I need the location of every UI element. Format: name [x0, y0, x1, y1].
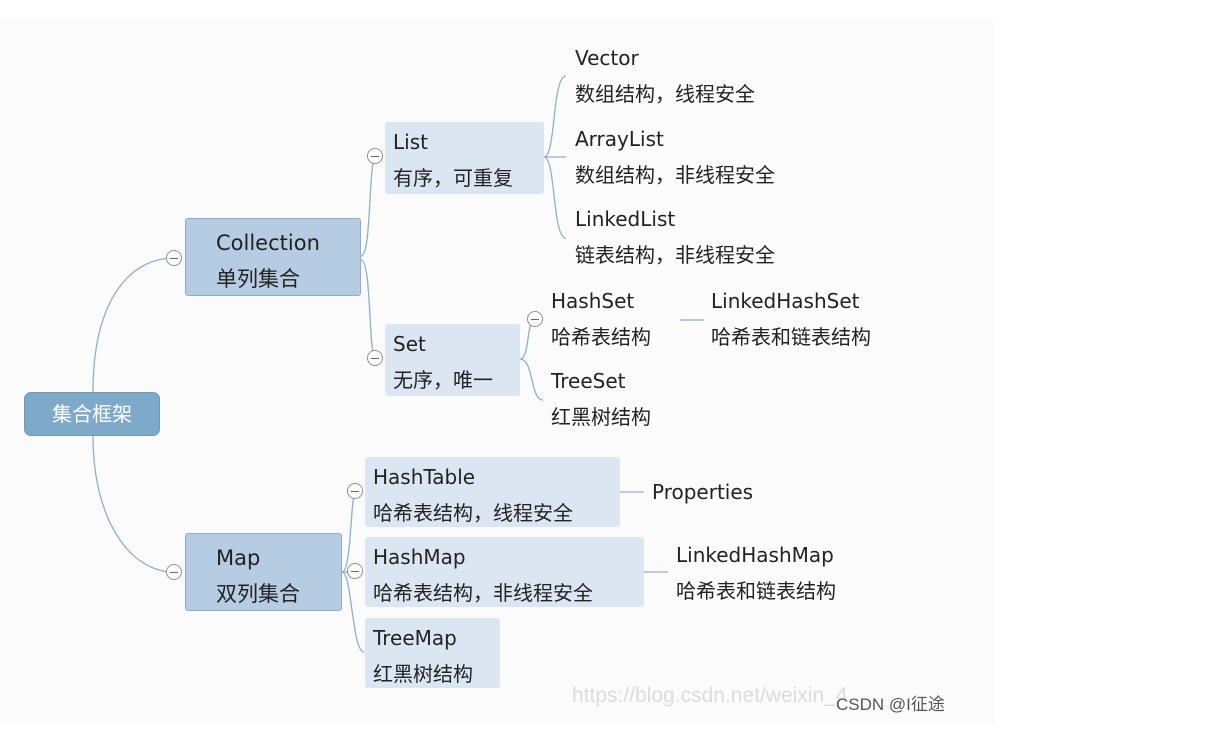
linkedhashmap-title: LinkedHashMap [676, 543, 834, 567]
treeset-title: TreeSet [551, 369, 626, 393]
collapse-hashmap-icon[interactable] [347, 563, 363, 579]
hashset-node[interactable]: HashSet 哈希表结构 [551, 283, 651, 355]
linkedhashmap-desc: 哈希表和链表结构 [676, 579, 836, 603]
treemap-title: TreeMap [373, 626, 457, 650]
connector-map-treemap [341, 571, 365, 653]
linkedhashset-title: LinkedHashSet [711, 289, 860, 313]
connector-list-linkedlist [543, 156, 567, 239]
map-node[interactable]: Map 双列集合 [185, 533, 342, 611]
list-title: List [393, 130, 428, 154]
collection-desc: 单列集合 [216, 267, 300, 291]
root-label: 集合框架 [52, 402, 132, 426]
collapse-map-icon[interactable] [166, 564, 182, 580]
vector-node[interactable]: Vector 数组结构，线程安全 [575, 40, 755, 112]
vector-desc: 数组结构，线程安全 [575, 82, 755, 106]
hashtable-node[interactable]: HashTable 哈希表结构，线程安全 [365, 457, 620, 527]
connector-list-vector [543, 75, 567, 158]
arraylist-node[interactable]: ArrayList 数组结构，非线程安全 [575, 121, 775, 193]
properties-node[interactable]: Properties [652, 474, 753, 510]
treemap-desc: 红黑树结构 [373, 662, 473, 686]
collapse-hashtable-icon[interactable] [347, 483, 363, 499]
vector-title: Vector [575, 46, 639, 70]
hashmap-title: HashMap [373, 545, 466, 569]
linkedlist-desc: 链表结构，非线程安全 [575, 243, 775, 267]
hashmap-desc: 哈希表结构，非线程安全 [373, 581, 593, 605]
list-node[interactable]: List 有序，可重复 [385, 122, 544, 194]
set-desc: 无序，唯一 [393, 368, 493, 392]
hashmap-node[interactable]: HashMap 哈希表结构，非线程安全 [365, 537, 644, 607]
connector-set-treeset [519, 358, 544, 401]
hashset-desc: 哈希表结构 [551, 325, 651, 349]
collapse-collection-icon[interactable] [166, 250, 182, 266]
properties-title: Properties [652, 480, 754, 504]
connector-map-hashtable [341, 491, 357, 573]
hashtable-title: HashTable [373, 465, 476, 489]
watermark-brand: CSDN @I征途 [836, 695, 945, 714]
watermark-url: https://blog.csdn.net/weixin_4 [572, 684, 848, 707]
connector-collection-set [360, 259, 377, 360]
treeset-desc: 红黑树结构 [551, 405, 651, 429]
collapse-list-icon[interactable] [367, 148, 383, 164]
set-node[interactable]: Set 无序，唯一 [385, 324, 520, 396]
linkedhashset-node[interactable]: LinkedHashSet 哈希表和链表结构 [711, 283, 871, 355]
linkedlist-title: LinkedList [575, 207, 676, 231]
set-title: Set [393, 332, 426, 356]
collapse-set-icon[interactable] [367, 350, 383, 366]
linkedlist-node[interactable]: LinkedList 链表结构，非线程安全 [575, 201, 775, 273]
arraylist-title: ArrayList [575, 127, 664, 151]
collapse-hashset-icon[interactable] [527, 311, 543, 327]
connector-collection-list [360, 156, 377, 257]
list-desc: 有序，可重复 [393, 166, 513, 190]
root-node[interactable]: 集合框架 [24, 392, 160, 436]
treeset-node[interactable]: TreeSet 红黑树结构 [551, 363, 651, 435]
linkedhashset-desc: 哈希表和链表结构 [711, 325, 871, 349]
collection-title: Collection [216, 231, 320, 255]
linkedhashmap-node[interactable]: LinkedHashMap 哈希表和链表结构 [676, 537, 836, 609]
collection-node[interactable]: Collection 单列集合 [185, 218, 361, 296]
map-title: Map [216, 546, 261, 570]
connector-root-collection [92, 257, 175, 393]
map-desc: 双列集合 [216, 582, 300, 606]
hashset-title: HashSet [551, 289, 635, 313]
hashtable-desc: 哈希表结构，线程安全 [373, 501, 573, 525]
arraylist-desc: 数组结构，非线程安全 [575, 163, 775, 187]
connector-root-map [92, 435, 175, 573]
treemap-node[interactable]: TreeMap 红黑树结构 [365, 618, 500, 688]
